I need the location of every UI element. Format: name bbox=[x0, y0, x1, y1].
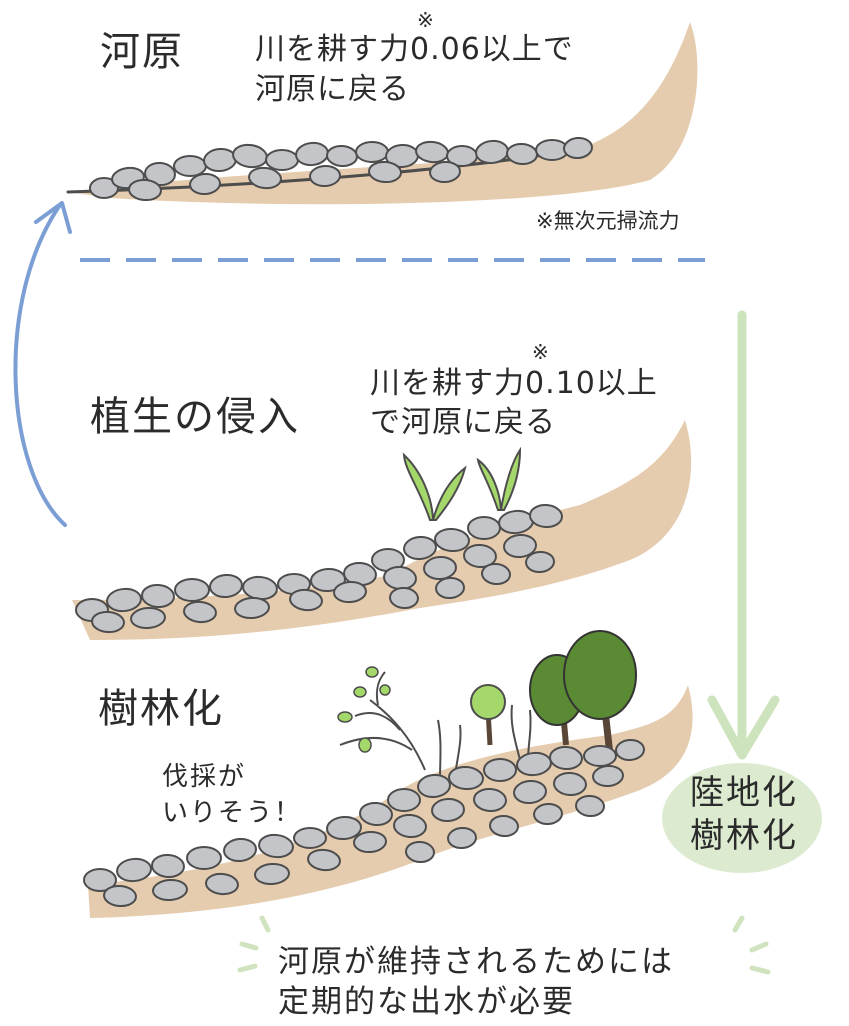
pebble bbox=[415, 140, 449, 164]
gravel-bar-note-line2: 河原に戻る bbox=[255, 72, 410, 107]
pebble bbox=[387, 788, 421, 812]
pebble bbox=[254, 862, 290, 886]
forestation-stage-title: 樹林化 bbox=[98, 686, 224, 732]
pebble bbox=[116, 857, 152, 883]
pebble bbox=[553, 771, 587, 797]
pebble bbox=[265, 149, 299, 171]
pebble bbox=[403, 535, 437, 561]
pebble bbox=[89, 177, 119, 199]
pebble bbox=[448, 765, 484, 791]
sparkle-marks bbox=[237, 915, 771, 975]
gravel-bar-note-mark: ※ bbox=[417, 8, 434, 32]
pebble bbox=[467, 516, 501, 540]
pebble bbox=[203, 147, 237, 173]
pebble bbox=[447, 826, 477, 850]
pebble bbox=[234, 596, 270, 620]
pebble bbox=[353, 830, 387, 854]
logging-needed-line1: 伐採が bbox=[162, 762, 247, 792]
pebble bbox=[205, 872, 239, 896]
pebble bbox=[473, 787, 507, 813]
result-land-formation: 陸地化 bbox=[690, 773, 798, 813]
pebble bbox=[405, 840, 435, 864]
pebble bbox=[307, 848, 341, 872]
result-bubble bbox=[662, 763, 822, 873]
pebble bbox=[431, 797, 465, 823]
pebble bbox=[533, 802, 563, 826]
pebble bbox=[434, 527, 470, 553]
succession-progress-arrow bbox=[707, 310, 780, 760]
pebble bbox=[563, 136, 593, 160]
pebble bbox=[435, 576, 465, 600]
pebble bbox=[359, 801, 393, 827]
pebble bbox=[423, 555, 457, 581]
vegetation-note-line2: で河原に戻る bbox=[370, 405, 556, 440]
pebble bbox=[186, 846, 222, 870]
gravel-bar-stones bbox=[89, 136, 593, 202]
pebble bbox=[151, 853, 185, 879]
pebble bbox=[295, 141, 329, 167]
pebble bbox=[223, 837, 257, 863]
result-forestation: 樹林化 bbox=[690, 816, 798, 856]
pebble bbox=[309, 164, 341, 188]
pebble bbox=[130, 606, 166, 630]
pebble bbox=[293, 827, 327, 849]
pebble bbox=[209, 573, 243, 599]
pebble bbox=[91, 610, 125, 634]
pebble bbox=[106, 587, 142, 613]
pebble bbox=[393, 813, 427, 839]
pebble bbox=[417, 773, 451, 799]
footnote-dimensionless-tractive-force: ※無次元掃流力 bbox=[536, 209, 680, 233]
pebble bbox=[575, 794, 605, 818]
pebble bbox=[326, 815, 362, 841]
pebble bbox=[583, 745, 617, 767]
pebble bbox=[248, 166, 282, 190]
pebble bbox=[481, 562, 511, 586]
pebble bbox=[141, 583, 175, 609]
shrub-leaves bbox=[337, 666, 391, 753]
vegetation-note-line1: 川を耕す力0.10以上 bbox=[370, 366, 658, 401]
pebble bbox=[326, 144, 358, 168]
return-to-gravel-bar-arrow bbox=[13, 201, 72, 527]
pebble bbox=[503, 533, 537, 559]
gravel-bar-soil bbox=[68, 22, 698, 205]
pebble bbox=[183, 600, 217, 624]
pebble bbox=[489, 814, 519, 838]
pebble bbox=[615, 738, 645, 762]
pebble bbox=[368, 160, 402, 184]
pebble bbox=[232, 143, 268, 169]
pebble bbox=[525, 550, 555, 574]
forestation-stage-stones bbox=[83, 738, 645, 908]
pebble bbox=[174, 578, 210, 602]
pebble bbox=[463, 543, 497, 569]
pebble bbox=[103, 884, 137, 908]
pebble bbox=[592, 764, 624, 788]
pebble bbox=[429, 160, 461, 184]
vegetation-stage-stones bbox=[75, 503, 563, 634]
pebble bbox=[389, 586, 419, 610]
pebble bbox=[289, 588, 323, 612]
pebble bbox=[529, 503, 563, 529]
gravel-bar-note-line1: 川を耕す力0.06以上で bbox=[255, 32, 574, 67]
pebble bbox=[355, 141, 389, 163]
seedling-icons bbox=[402, 446, 522, 521]
logging-needed-line2: いりそう！ bbox=[162, 798, 303, 828]
pebble bbox=[549, 745, 583, 771]
trees bbox=[470, 630, 637, 756]
vegetation-note-mark: ※ bbox=[532, 340, 549, 364]
pebble bbox=[173, 155, 207, 177]
key-message-line2: 定期的な出水が必要 bbox=[278, 984, 575, 1020]
vegetation-stage-soil bbox=[72, 420, 692, 640]
gravel-bar-title: 河原 bbox=[100, 29, 184, 75]
pebble bbox=[152, 878, 188, 902]
pebble bbox=[189, 172, 221, 196]
pebble bbox=[513, 779, 547, 805]
pebble bbox=[128, 178, 162, 202]
vegetation-stage-title: 植生の侵入 bbox=[90, 394, 300, 440]
pebble bbox=[83, 868, 117, 892]
pebble bbox=[333, 580, 367, 604]
pebble bbox=[258, 833, 294, 859]
pebble bbox=[483, 758, 517, 782]
key-message-line1: 河原が維持されるためには bbox=[278, 944, 674, 980]
